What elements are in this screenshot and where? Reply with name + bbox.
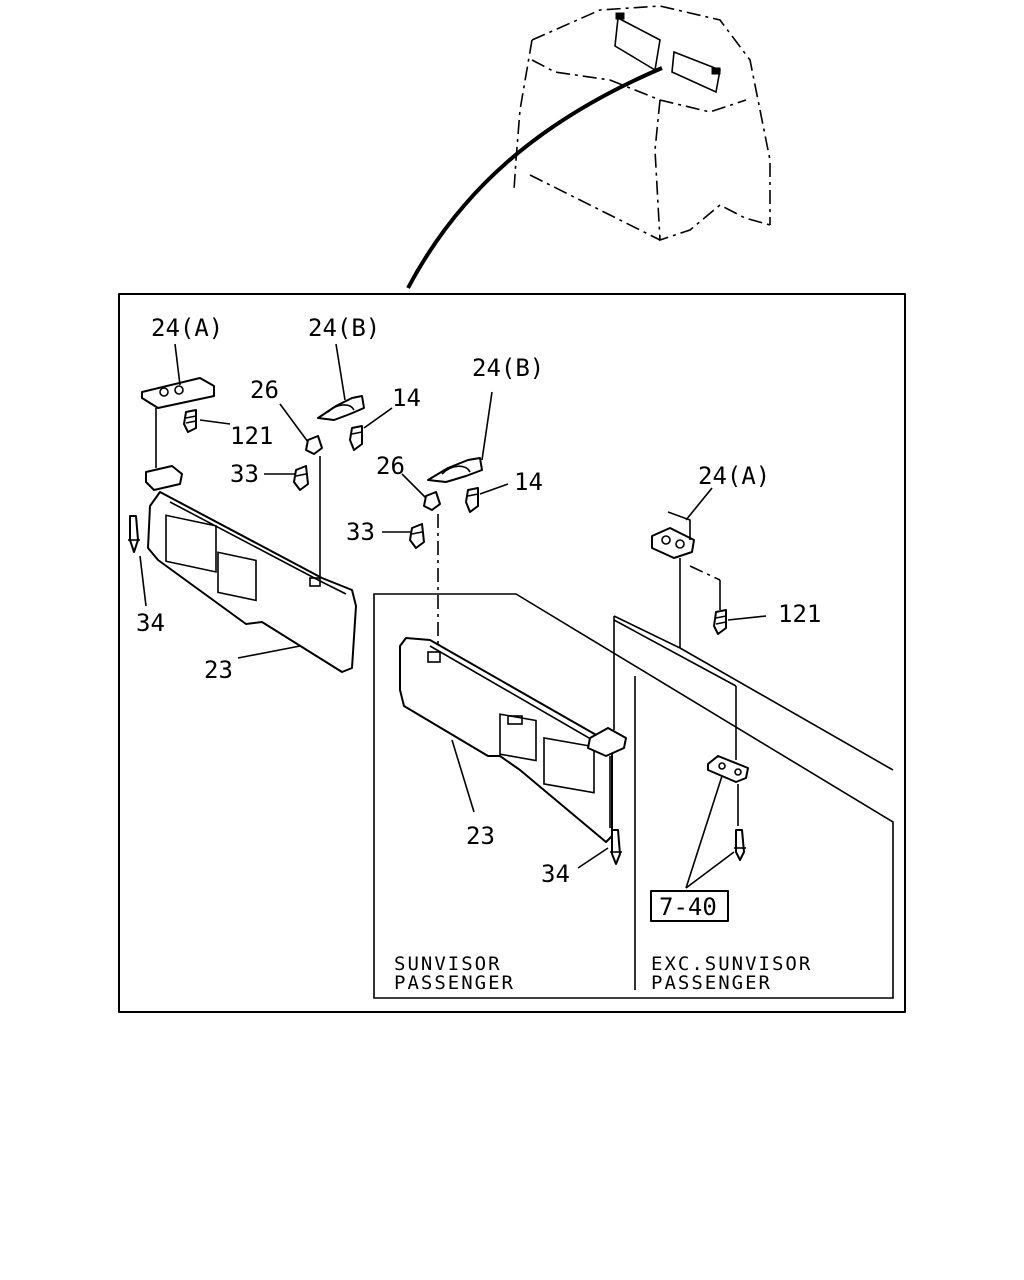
note-right-line1: EXC.SUNVISOR [651,953,812,975]
label-24b-mid: 24(B) [472,354,544,382]
detail-frame [118,293,906,1013]
left-visor-group [128,343,393,673]
label-121-left: 121 [230,422,273,450]
variant-notes: SUNVISOR PASSENGER EXC.SUNVISOR PASSENGE… [394,953,812,994]
clip-26-mid [423,491,441,511]
note-left-line2: PASSENGER [394,972,515,994]
bracket-24b-left [317,395,365,421]
right-bracket-group [613,487,894,922]
label-33-left: 33 [230,460,259,488]
label-23-mid: 23 [466,822,495,850]
screw-34-left [129,515,139,553]
visor-panel-23-left [147,491,357,673]
plate-7-40 [707,755,749,783]
mirror-window-mid [499,713,537,762]
label-24a-left: 24(A) [151,314,223,342]
label-14-left: 14 [392,384,421,412]
label-23-left: 23 [204,656,233,684]
screw-14-mid [465,487,479,513]
vehicle-cab-illustration [406,5,771,289]
label-14-mid: 14 [514,468,543,496]
note-right-line2: PASSENGER [651,972,772,994]
screw-121-left [183,409,197,433]
bracket-24a-right [651,527,695,559]
label-33-mid: 33 [346,518,375,546]
pivot-bracket-left [145,465,183,491]
middle-visor-group [382,391,681,869]
mirror-cover-mid [543,736,595,794]
note-left-line1: SUNVISOR [394,953,502,975]
label-26-left: 26 [250,376,279,404]
mirror-cover [165,514,217,573]
label-121-right: 121 [778,600,821,628]
clip-26-left [305,435,323,455]
part-labels: 24(A) 24(B) 26 14 121 33 34 23 24(B) 26 … [136,314,821,921]
screw-33-left [293,465,309,491]
screw-34-mid [611,829,621,865]
visor-panel-23-mid [399,637,613,843]
label-26-mid: 26 [376,452,405,480]
mirror-window [217,551,257,602]
label-34-mid: 34 [541,860,570,888]
passenger-variant-region [373,593,894,999]
label-24a-right: 24(A) [698,462,770,490]
screw-33-mid [409,523,425,549]
screw-14-left [349,425,363,451]
label-reference-7-40: 7-40 [659,893,717,921]
pivot-bracket-mid [587,727,627,757]
bracket-24a-left [141,377,215,409]
screw-right [735,829,745,861]
bracket-24b-mid [427,457,483,483]
reference-box [650,890,729,922]
label-34-left: 34 [136,609,165,637]
label-24b-left: 24(B) [308,314,380,342]
